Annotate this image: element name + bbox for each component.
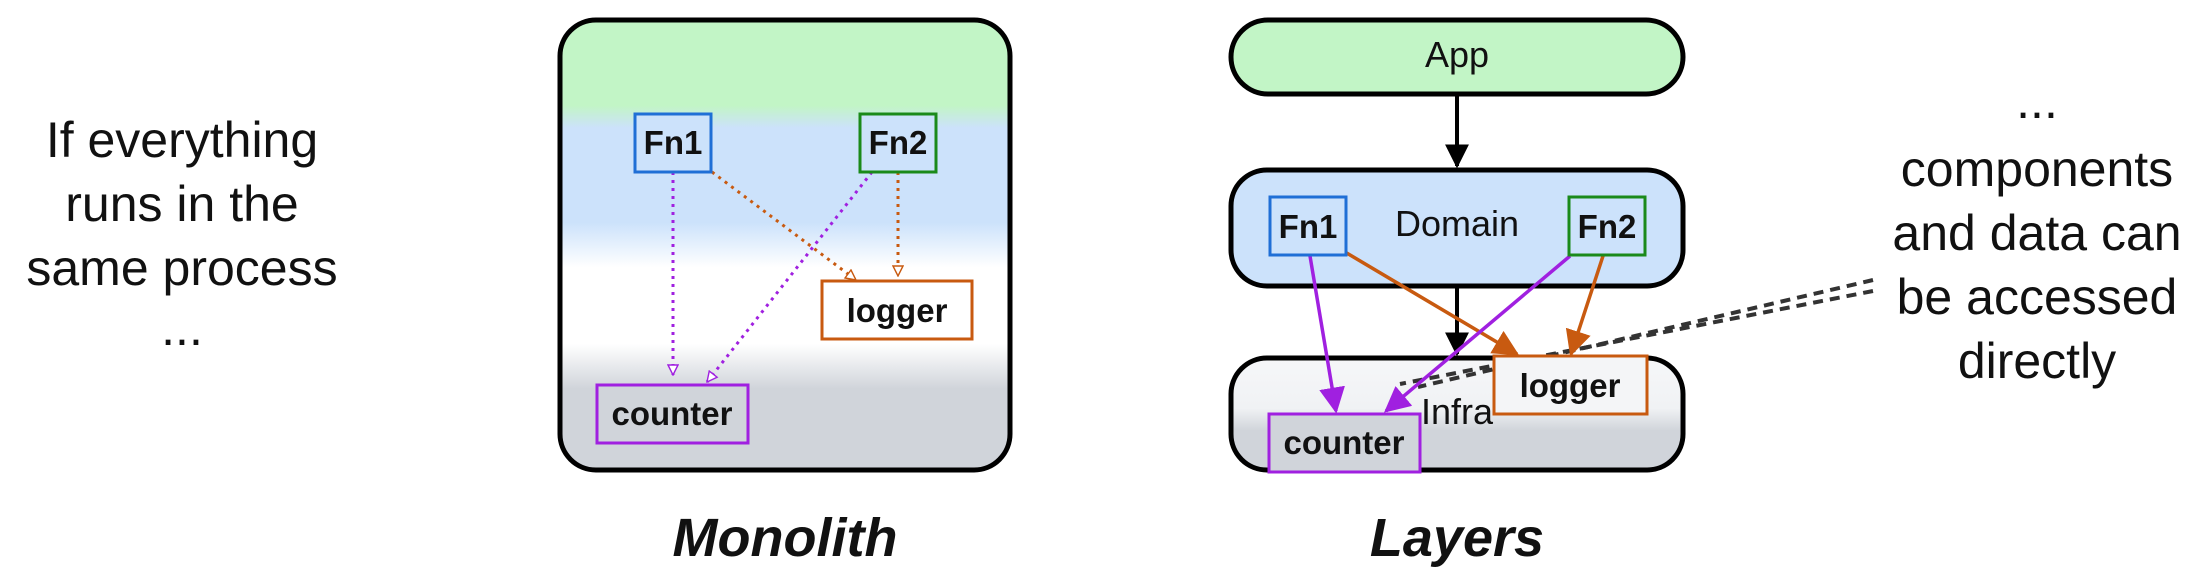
layers-node-fn2: Fn2 <box>1567 195 1647 257</box>
domain-layer-label: Domain <box>1395 203 1519 244</box>
layers-diagram: App Domain Infra Fn1 Fn2 logger <box>1228 17 1874 568</box>
callout-line-logger <box>1417 278 1874 389</box>
mono-logger-label: logger <box>847 292 948 329</box>
left-text-line-1: If everything <box>46 112 318 168</box>
right-conclusion-text: ... components and data can be accessed … <box>1892 73 2181 389</box>
layers-node-fn1: Fn1 <box>1268 195 1348 257</box>
mono-fn2-label: Fn2 <box>869 124 928 161</box>
layers-arrow-fn1-logger <box>1344 250 1520 356</box>
layers-fn1-label: Fn1 <box>1279 208 1338 245</box>
layers-counter-label: counter <box>1283 424 1404 461</box>
right-text-line-1: ... <box>2016 73 2058 129</box>
right-text-line-4: be accessed <box>1897 269 2178 325</box>
layers-arrow-fn2-logger <box>1565 255 1605 357</box>
layers-caption: Layers <box>1370 508 1544 568</box>
mono-counter-label: counter <box>611 395 732 432</box>
mono-fn1-label: Fn1 <box>644 124 703 161</box>
mono-node-logger: logger <box>820 279 974 341</box>
layers-node-logger: logger <box>1492 354 1649 416</box>
right-text-line-5: directly <box>1958 333 2116 389</box>
monolith-diagram: Fn1 Fn2 logger counter Monolith <box>557 17 1013 568</box>
mono-node-fn2: Fn2 <box>858 112 938 174</box>
infra-layer-label: Infra <box>1421 391 1494 432</box>
monolith-caption: Monolith <box>673 508 898 568</box>
left-text-line-2: runs in the <box>65 176 298 232</box>
right-text-line-2: components <box>1901 141 2173 197</box>
right-text-line-3: and data can <box>1892 205 2181 261</box>
callout-line-counter <box>1399 289 1874 386</box>
layers-arrow-fn1-counter <box>1308 255 1345 414</box>
layers-logger-label: logger <box>1520 367 1621 404</box>
layers-node-counter: counter <box>1267 412 1422 474</box>
mono-node-fn1: Fn1 <box>633 112 713 174</box>
layers-arrow-fn2-counter <box>1384 254 1572 413</box>
left-intro-text: If everything runs in the same process .… <box>26 112 337 356</box>
mono-node-counter: counter <box>595 383 750 445</box>
app-layer-label: App <box>1425 34 1489 75</box>
mono-arrow-fn1-logger <box>711 170 856 282</box>
layers-fn2-label: Fn2 <box>1578 208 1637 245</box>
left-text-line-4: ... <box>161 300 203 356</box>
left-text-line-3: same process <box>26 240 337 296</box>
